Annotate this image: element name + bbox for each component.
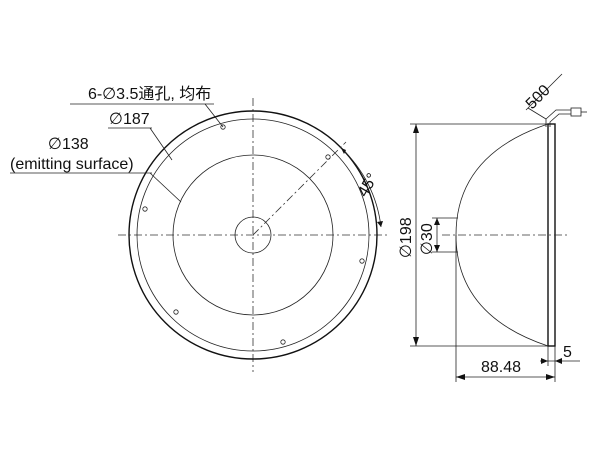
side-view: 500 ∅198 ∅30 88.48 5 bbox=[398, 73, 587, 382]
d30-arrow-bottom bbox=[434, 245, 440, 252]
cable-outline bbox=[545, 109, 571, 127]
cable-connector bbox=[570, 107, 582, 117]
thickness-label: 5 bbox=[563, 344, 572, 361]
depth-label: 88.48 bbox=[481, 359, 521, 376]
thickness-arrow-left bbox=[541, 358, 548, 364]
center-hole bbox=[234, 216, 272, 254]
depth-arrow-left bbox=[456, 374, 465, 380]
mounting-hole bbox=[280, 339, 286, 345]
emitting-surface-label: (emitting surface) bbox=[10, 156, 134, 173]
d198-label: ∅198 bbox=[398, 217, 415, 258]
d198-arrow-top bbox=[413, 124, 419, 133]
holes-note: 6-∅3.5通孔, 均布 bbox=[88, 85, 211, 103]
d187-label: ∅187 bbox=[109, 111, 150, 128]
mounting-hole bbox=[173, 309, 179, 315]
d138-label: ∅138 bbox=[48, 136, 89, 153]
angle-reference-line bbox=[252, 141, 347, 236]
d30-label: ∅30 bbox=[419, 223, 436, 255]
outer-rim-circle bbox=[128, 110, 378, 360]
holes-leader bbox=[204, 103, 224, 128]
mounting-hole bbox=[325, 154, 331, 160]
cable-dimension-line bbox=[525, 73, 563, 111]
cable bbox=[549, 113, 571, 127]
angle-label: 45° bbox=[355, 171, 382, 200]
mounting-hole bbox=[359, 258, 365, 264]
d30-arrow-top bbox=[434, 218, 440, 225]
mounting-hole bbox=[220, 124, 226, 130]
bolt-circle bbox=[136, 118, 370, 352]
front-view: 45° 6-∅3.5通孔, 均布 ∅187 ∅138 (emitting sur… bbox=[10, 85, 388, 372]
angle-dimension-arc bbox=[340, 147, 382, 228]
emitting-surface-circle bbox=[172, 154, 334, 316]
d198-arrow-bottom bbox=[413, 337, 419, 346]
mounting-hole bbox=[142, 206, 148, 212]
d187-leader bbox=[149, 127, 173, 161]
arc-arrow bbox=[377, 221, 383, 227]
arc-arrow bbox=[341, 148, 346, 154]
thickness-arrow-right bbox=[555, 358, 562, 364]
d138-leader bbox=[149, 172, 182, 203]
cable-extension bbox=[527, 107, 547, 120]
depth-arrow-right bbox=[546, 374, 555, 380]
